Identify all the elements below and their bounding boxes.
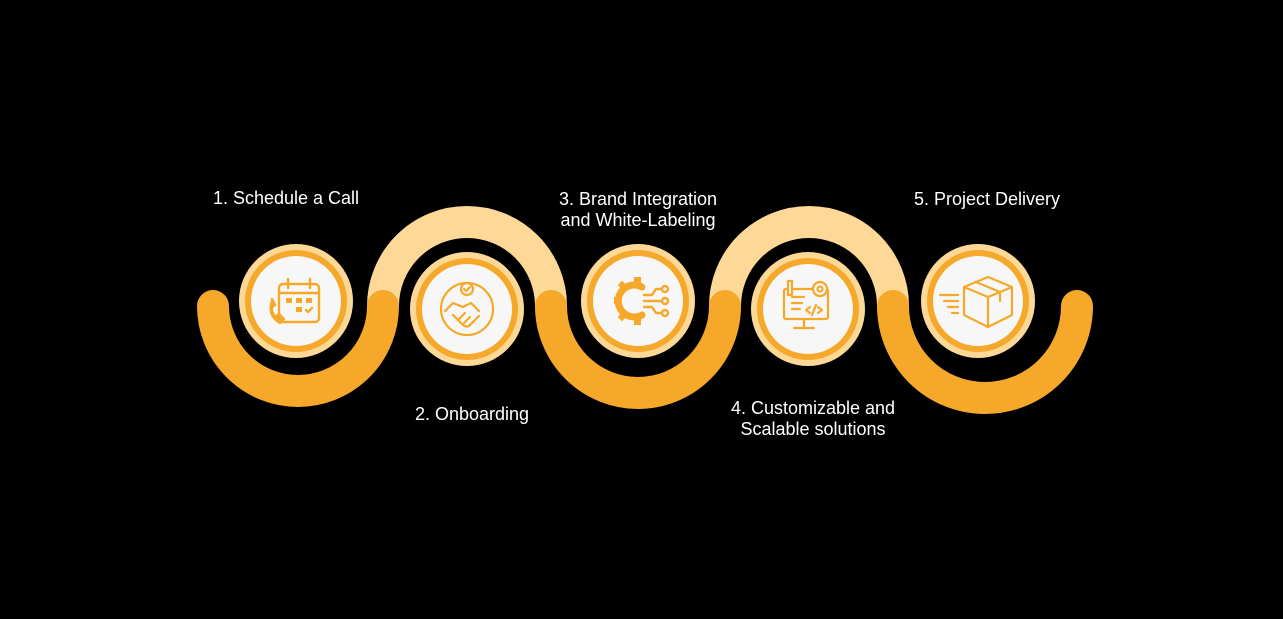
step-label-4-line2: Scalable solutions — [740, 419, 886, 439]
calendar-phone-icon — [269, 277, 321, 325]
step-label-2-line1: 2. Onboarding — [414, 404, 530, 424]
wave-arc-top-2 — [709, 206, 909, 322]
wave-arc-bottom-3 — [877, 290, 1093, 414]
step-label-4: 4. Customizable and Scalable solutions — [703, 398, 923, 440]
step-node-2 — [410, 252, 524, 366]
step-node-4 — [751, 252, 865, 366]
step-label-3-line2: and White-Labeling — [560, 210, 716, 230]
step-label-2: 2. Onboarding — [382, 404, 562, 425]
step-label-1-line1: 1. Schedule a Call — [212, 188, 360, 208]
monitor-code-icon — [782, 279, 830, 330]
wave-arc-top-1 — [367, 206, 567, 322]
step-node-1 — [239, 244, 353, 358]
step-node-3 — [581, 244, 695, 358]
step-label-5: 5. Project Delivery — [887, 189, 1087, 210]
step-label-5-line1: 5. Project Delivery — [913, 189, 1061, 209]
handshake-icon — [439, 281, 495, 337]
wave-arc-bottom-2 — [535, 290, 741, 409]
delivery-box-icon — [938, 275, 1014, 329]
step-label-4-line1: 4. Customizable and — [730, 398, 896, 418]
step-node-5 — [921, 244, 1035, 358]
step-label-3: 3. Brand Integration and White-Labeling — [528, 189, 748, 231]
wave-arc-bottom-1 — [197, 290, 399, 407]
step-label-3-line1: 3. Brand Integration — [558, 189, 718, 209]
step-label-1: 1. Schedule a Call — [196, 188, 376, 209]
